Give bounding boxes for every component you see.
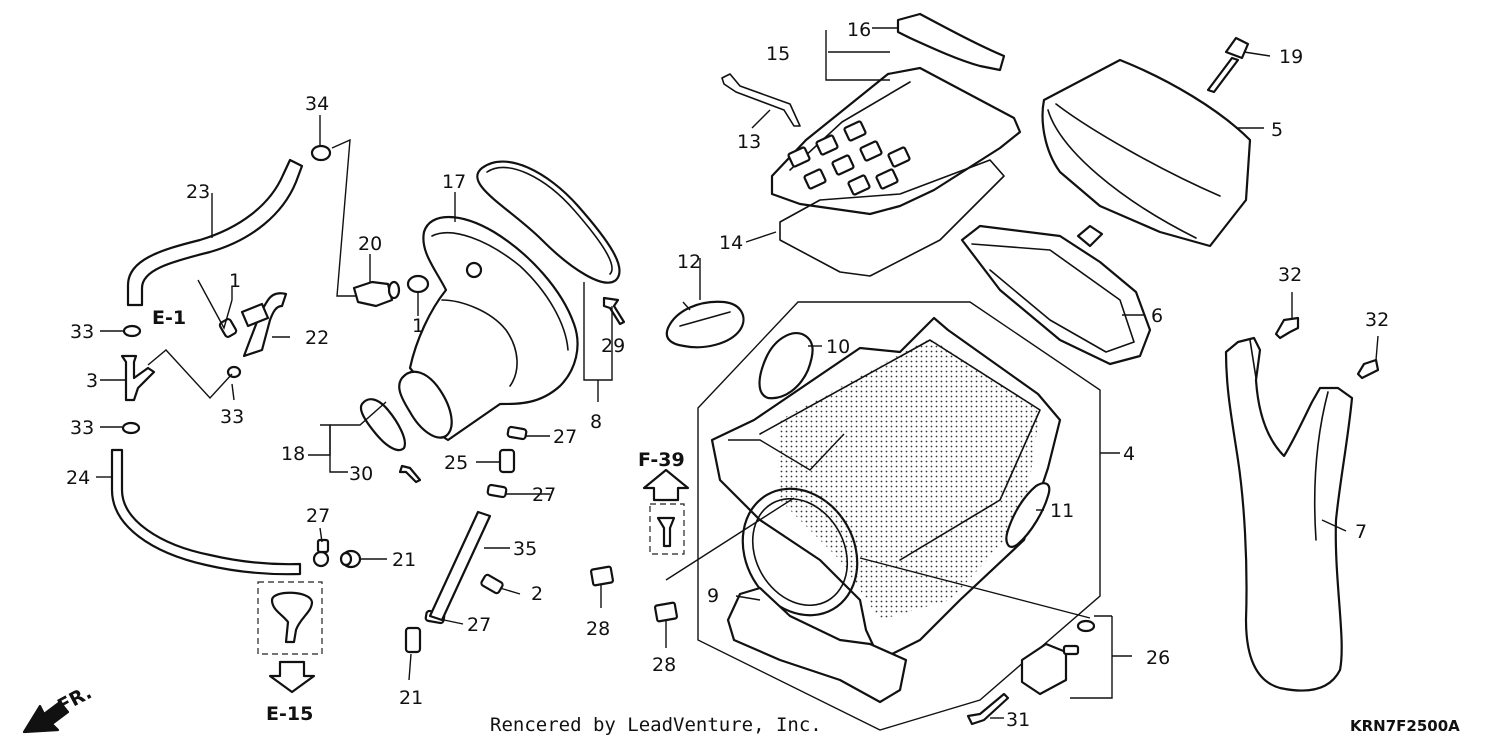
callout-33-upper: 33 [70, 321, 94, 343]
ref-e1-label: E-1 [152, 307, 186, 329]
clip-33 [121, 324, 242, 435]
seal-16 [896, 12, 1006, 72]
credit-text: Rencered by LeadVenture, Inc. [490, 714, 822, 736]
plug-2 [480, 573, 504, 595]
callout-labels: 1 1 2 3 4 5 6 7 8 9 10 11 12 13 14 15 16… [66, 19, 1389, 731]
callout-7: 7 [1355, 521, 1367, 543]
callout-27-a: 27 [553, 426, 577, 448]
callout-12: 12 [677, 251, 701, 273]
callout-2: 2 [531, 583, 543, 605]
callout-35: 35 [513, 538, 537, 560]
ref-e15-label: E-15 [266, 703, 313, 725]
callout-34: 34 [305, 93, 329, 115]
callout-18: 18 [281, 443, 305, 465]
pad-12 [665, 300, 745, 349]
joint-20 [352, 280, 401, 308]
clip-1 [218, 318, 238, 338]
case-4 [710, 316, 1062, 662]
ref-f39-label: F-39 [638, 449, 685, 471]
callout-14: 14 [719, 232, 743, 254]
callout-24: 24 [66, 467, 90, 489]
callout-23: 23 [186, 181, 210, 203]
leader-34-20 [331, 138, 356, 297]
tube-35 [428, 510, 492, 622]
hose-end-parts [312, 549, 362, 569]
cover-15 [770, 66, 1022, 216]
screw-31 [966, 692, 1010, 726]
callout-15: 15 [766, 43, 790, 65]
callout-17: 17 [442, 171, 466, 193]
joint-3 [120, 354, 156, 402]
hose-23 [126, 158, 304, 307]
callout-21-right: 21 [392, 549, 416, 571]
callout-33-middle: 33 [220, 406, 244, 428]
tab-34 [310, 144, 332, 162]
callout-8: 8 [590, 411, 602, 433]
collar-18 [359, 370, 453, 452]
screw-29 [602, 296, 626, 326]
pad-11 [1005, 482, 1051, 548]
drain-26 [1020, 619, 1096, 696]
callout-4: 4 [1123, 443, 1135, 465]
callout-3: 3 [86, 370, 98, 392]
ref-box-f39 [642, 468, 690, 555]
screw-32 [1274, 316, 1380, 380]
duct-7 [1224, 336, 1354, 692]
drawing-code: KRN7F2500A [1350, 717, 1460, 735]
callout-11: 11 [1050, 500, 1074, 522]
callout-13: 13 [737, 131, 761, 153]
direction-arrow [22, 700, 70, 734]
ref-box-e15 [257, 581, 323, 694]
callout-20: 20 [358, 233, 382, 255]
gasket-ring-17 [476, 160, 621, 284]
callout-1-lower: 1 [412, 315, 424, 337]
callout-10: 10 [826, 336, 850, 358]
hose-24 [110, 448, 302, 576]
callout-21-lower: 21 [399, 687, 423, 709]
outline-4 [697, 301, 1101, 731]
screw-30 [398, 464, 422, 484]
gasket-14 [779, 159, 1005, 277]
callout-28-right: 28 [652, 654, 676, 676]
joint-25 [498, 448, 516, 474]
callout-28-left: 28 [586, 618, 610, 640]
callout-27-d: 27 [467, 614, 491, 636]
hose-22 [240, 292, 288, 358]
plug-21-lower [404, 626, 422, 654]
element-5 [1041, 58, 1252, 248]
callout-16: 16 [847, 19, 871, 41]
callout-19: 19 [1279, 46, 1303, 68]
grommet-28 [589, 565, 679, 623]
holder-6 [960, 224, 1152, 366]
cover-9 [726, 586, 908, 704]
callout-26: 26 [1146, 647, 1170, 669]
wire-13 [721, 73, 801, 127]
callout-29: 29 [601, 335, 625, 357]
callout-27-b: 27 [532, 484, 556, 506]
tube-assembly-17 [408, 215, 579, 442]
callout-9: 9 [707, 585, 719, 607]
callout-6: 6 [1151, 305, 1163, 327]
callout-27-c: 27 [306, 505, 330, 527]
leader-lines [96, 27, 1379, 719]
callout-1-upper: 1 [229, 270, 241, 292]
callout-25: 25 [444, 452, 468, 474]
callout-33-lower: 33 [70, 417, 94, 439]
callout-31: 31 [1006, 709, 1030, 731]
pad-10 [758, 332, 814, 400]
clip-1-tube [406, 274, 430, 294]
callout-32-left: 32 [1278, 264, 1302, 286]
bolt-19 [1206, 36, 1250, 94]
callout-5: 5 [1271, 119, 1283, 141]
callout-30: 30 [349, 463, 373, 485]
callout-22: 22 [305, 327, 329, 349]
callout-32-right: 32 [1365, 309, 1389, 331]
